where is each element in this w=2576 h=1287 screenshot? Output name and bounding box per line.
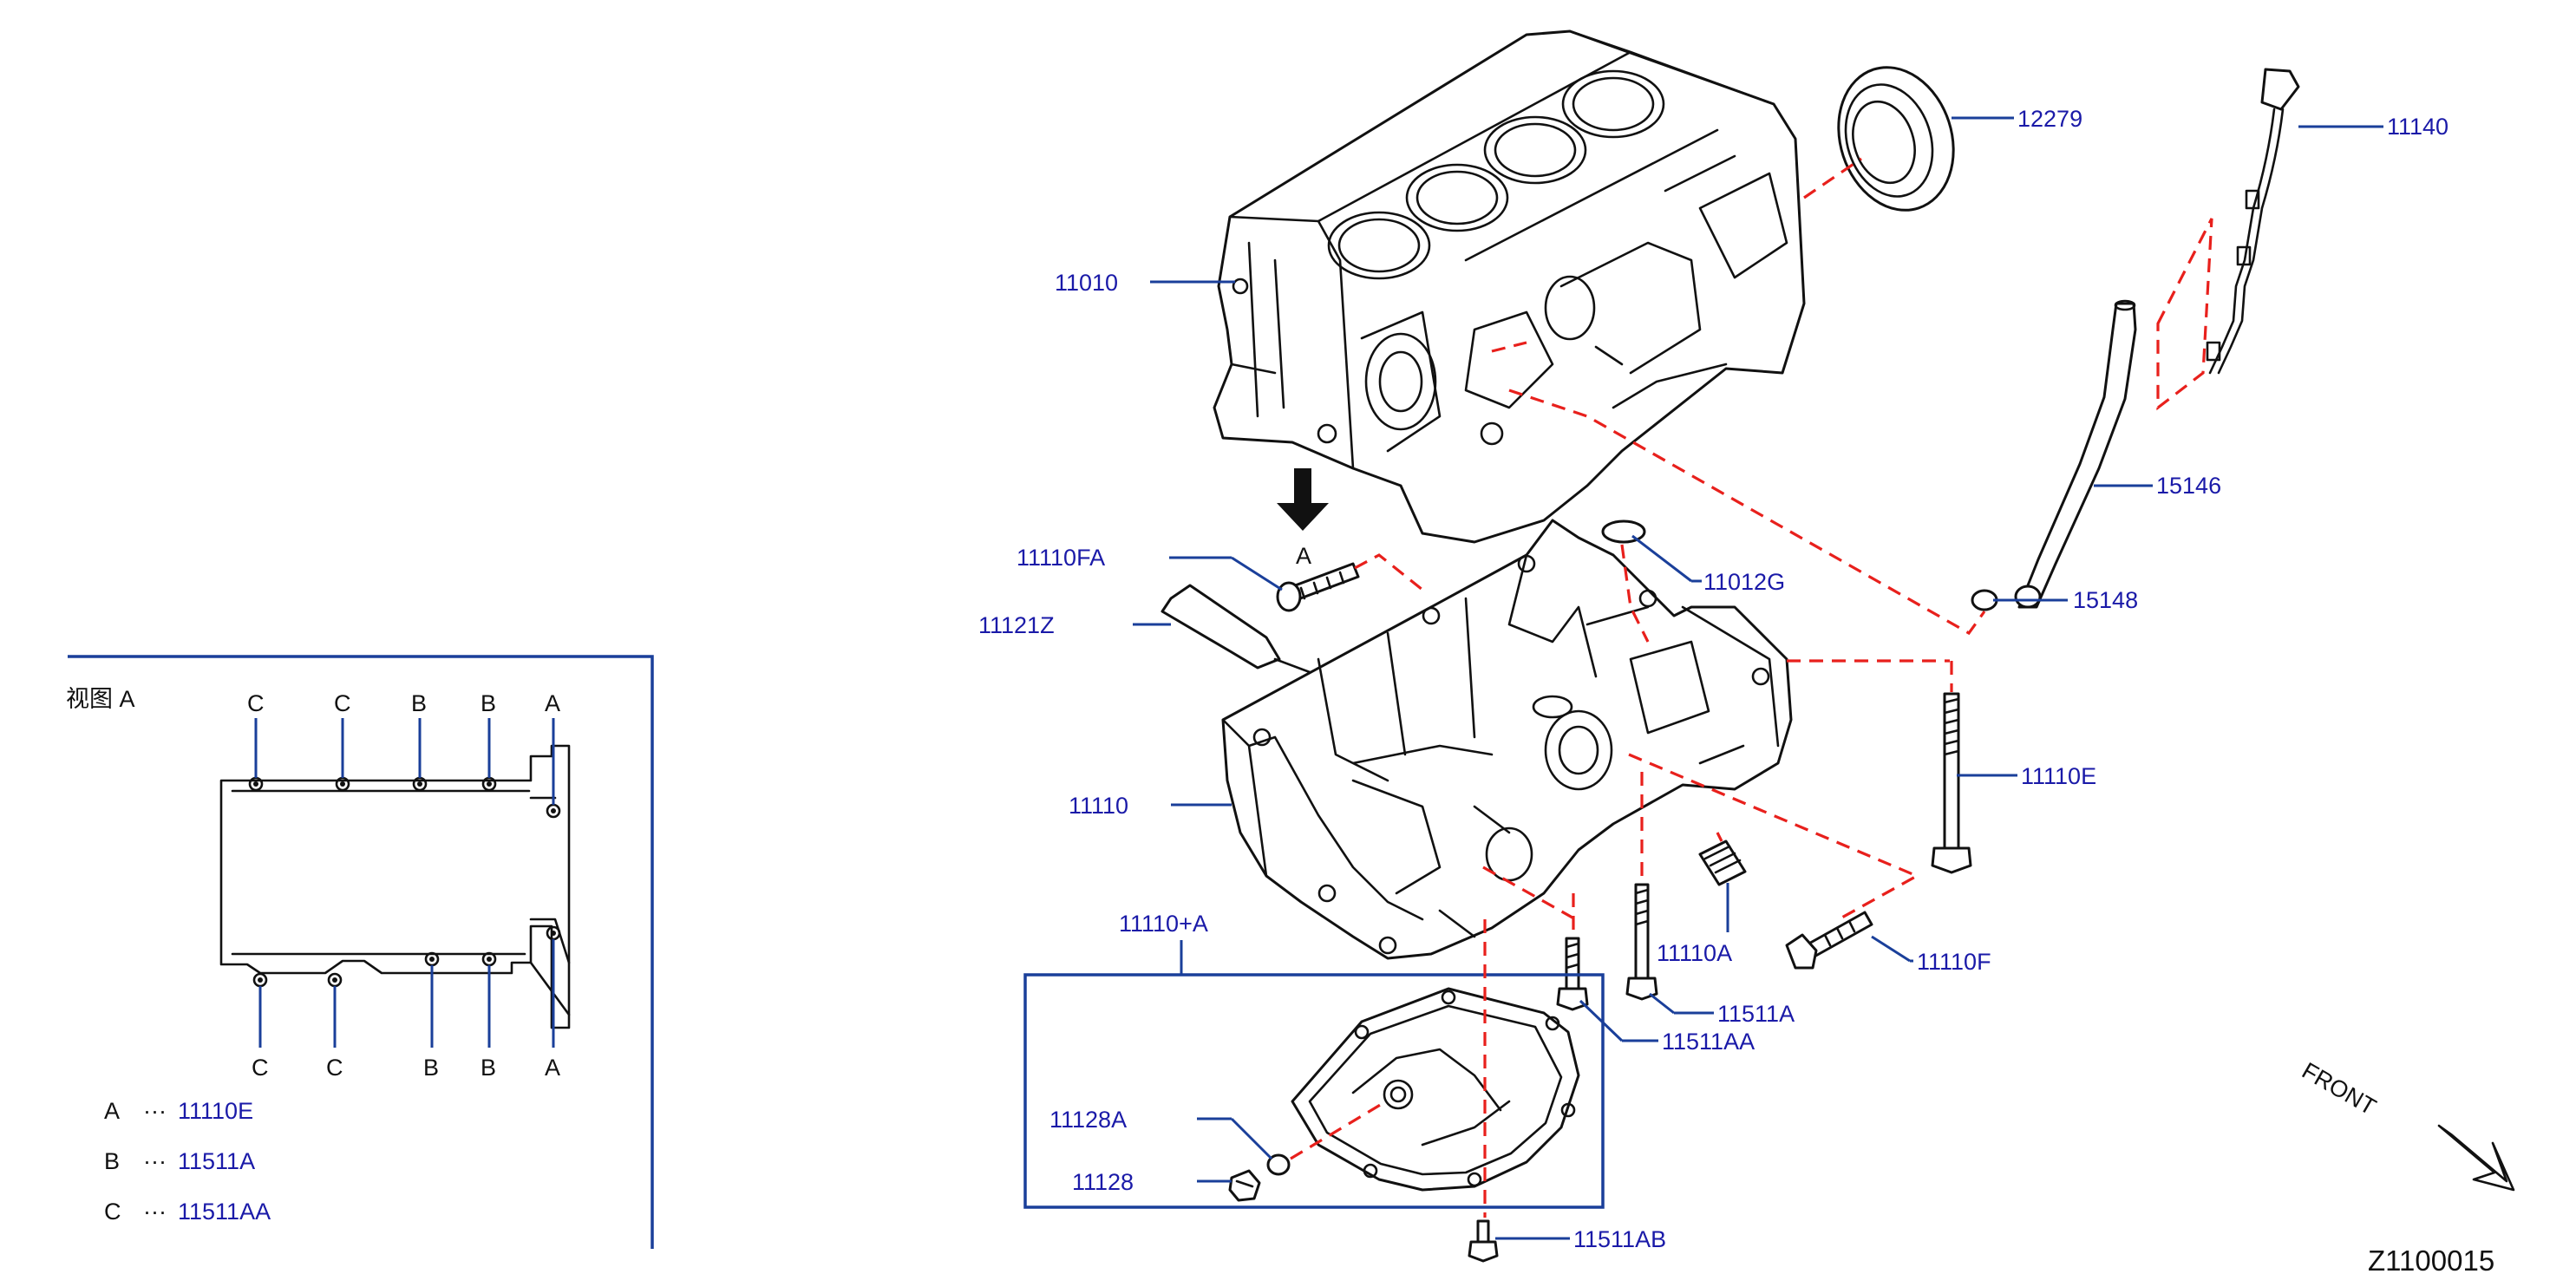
callout-11012g: 11012G — [1703, 569, 1785, 595]
washer-11128a-illustration — [1266, 1153, 1291, 1176]
callout-11110-plus-a: 11110+A — [1119, 911, 1208, 937]
oil-seal-illustration — [1837, 66, 1955, 212]
drain-plug-11128-illustration — [1228, 1169, 1261, 1202]
view-a-top-holes — [248, 776, 561, 819]
oil-pan-upper-illustration — [1221, 519, 1793, 960]
view-a-panel: 视图 A — [66, 655, 654, 1249]
legend-dots-a: ··· — [143, 1098, 167, 1124]
callout-11511a: 11511A — [1717, 1001, 1795, 1027]
callout-11110e: 11110E — [2021, 763, 2096, 789]
callout-11128: 11128 — [1072, 1169, 1134, 1195]
legend-letter-c: C — [104, 1199, 121, 1225]
svg-text:B: B — [481, 1055, 496, 1081]
view-a-arrow: A — [1277, 468, 1329, 569]
view-a-top-leaders — [254, 718, 555, 805]
legend-part-c: 11511AA — [178, 1199, 271, 1225]
callout-15148: 15148 — [2073, 587, 2138, 613]
view-a-pan-taper — [529, 961, 571, 1016]
svg-text:C: C — [326, 1055, 343, 1081]
view-a-bottom-letters: C C B B A — [252, 1055, 560, 1081]
legend-letter-a: A — [104, 1098, 120, 1124]
sealant-tube-illustration — [1161, 584, 1311, 674]
callout-11110fa: 11110FA — [1017, 545, 1105, 571]
callout-12279: 12279 — [2017, 106, 2082, 132]
svg-text:B: B — [423, 1055, 439, 1081]
callout-11110: 11110 — [1069, 793, 1128, 819]
view-a-bottom-holes — [252, 925, 561, 988]
bolt-11110e-illustration — [1931, 692, 1972, 874]
o-ring-15148-illustration — [1971, 589, 1998, 611]
view-a-frame — [68, 655, 654, 1249]
oil-pan-lower-illustration — [1291, 987, 1580, 1192]
diagram-code: Z1100015 — [2368, 1245, 2494, 1277]
svg-text:C: C — [252, 1055, 269, 1081]
bolt-11511a-illustration — [1625, 883, 1658, 1001]
view-a-arrow-label: A — [1296, 543, 1311, 569]
callout-leaders — [1133, 116, 2383, 1240]
bolt-11110f-illustration — [1785, 911, 1873, 970]
callout-11511aa: 11511AA — [1662, 1029, 1755, 1055]
svg-text:A: A — [545, 1055, 560, 1081]
legend-dots-b: ··· — [143, 1148, 167, 1174]
svg-text:A: A — [545, 690, 560, 716]
legend-dots-c: ··· — [143, 1199, 167, 1225]
svg-text:C: C — [334, 690, 351, 716]
callout-11128a: 11128A — [1049, 1107, 1127, 1133]
view-a-top-letters: C C B B A — [247, 690, 560, 716]
callout-11511ab: 11511AB — [1573, 1226, 1666, 1252]
view-a-pan-inner — [231, 789, 571, 964]
lower-pan-group-frame — [1023, 973, 1605, 1209]
cylinder-block-illustration — [1213, 29, 1806, 544]
view-a-bottom-leaders — [258, 939, 555, 1048]
svg-text:C: C — [247, 690, 265, 716]
legend-letter-b: B — [104, 1148, 120, 1174]
dipstick-tube-illustration — [2014, 299, 2137, 609]
legend-part-a: 11110E — [178, 1098, 253, 1124]
svg-text:B: B — [481, 690, 496, 716]
callout-15146: 15146 — [2156, 473, 2221, 499]
front-arrow-icon — [2437, 1124, 2515, 1192]
svg-text:B: B — [411, 690, 427, 716]
callout-11110f: 11110F — [1917, 949, 1991, 975]
bolt-11511ab-illustration — [1468, 1219, 1499, 1263]
callout-11121z: 11121Z — [978, 612, 1055, 638]
legend-part-b: 11511A — [178, 1148, 255, 1174]
dipstick-illustration — [2206, 68, 2300, 375]
alignment-dashed-lines — [1290, 157, 2213, 1218]
view-a-legend: A ··· 11110E B ··· 11511A C ··· 11511AA — [104, 1098, 271, 1225]
bolt-11110fa-illustration — [1276, 562, 1360, 612]
callout-labels: 11010 12279 11140 15146 15148 11110FA 11… — [978, 106, 2449, 1252]
callout-11140: 11140 — [2387, 114, 2449, 140]
view-a-pan-outline — [219, 744, 571, 1029]
callout-11010: 11010 — [1055, 270, 1118, 296]
bolt-11511aa-illustration — [1556, 937, 1589, 1011]
part-11110a-illustration — [1698, 839, 1747, 886]
front-label: FRONT — [2298, 1057, 2381, 1120]
callout-11110a: 11110A — [1657, 940, 1732, 966]
front-direction-indicator: FRONT — [2298, 1057, 2515, 1192]
view-a-title: 视图 A — [66, 686, 135, 712]
